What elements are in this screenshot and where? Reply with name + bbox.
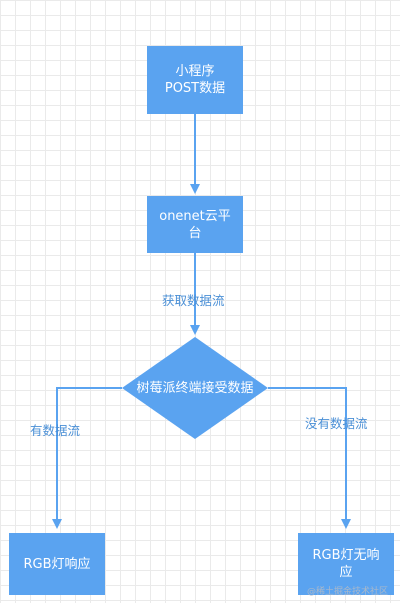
- node-onenet-text: onenet云平 台: [159, 208, 231, 241]
- watermark: @稀土掘金技术社区: [306, 587, 388, 597]
- node-mini-program: 小程序 POST数据: [147, 46, 243, 114]
- edge-label-no-stream: 没有数据流: [305, 416, 368, 431]
- edge-raspberry-to-rgb-no-respond: [268, 387, 351, 529]
- node-mini-program-text: 小程序 POST数据: [164, 64, 226, 96]
- node-rgb-respond-text: RGB灯响应: [23, 556, 91, 572]
- node-rgb-respond: RGB灯响应: [9, 533, 105, 595]
- decision-diamond-shape: [122, 337, 268, 439]
- node-rgb-no-respond-text: RGB灯无响 应: [312, 548, 380, 580]
- node-onenet: onenet云平 台: [147, 196, 243, 253]
- edge-label-get-stream: 获取数据流: [162, 293, 225, 308]
- node-raspberry: 树莓派终端接受数据: [122, 376, 268, 400]
- edge-raspberry-to-rgb-respond: [52, 387, 122, 529]
- edge-label-has-stream: 有数据流: [30, 423, 81, 438]
- node-raspberry-text: 树莓派终端接受数据: [136, 380, 254, 396]
- node-rgb-no-respond: RGB灯无响 应: [298, 533, 394, 595]
